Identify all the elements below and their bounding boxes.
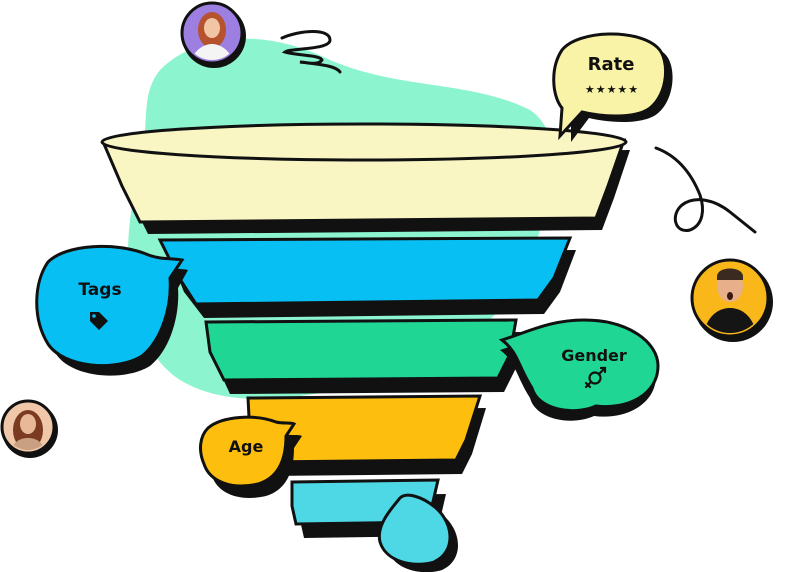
funnel-rim bbox=[100, 122, 628, 162]
gender-label: Gender bbox=[561, 346, 627, 365]
age-label: Age bbox=[229, 437, 264, 456]
gender-icon bbox=[584, 366, 607, 389]
gender-bubble: Gender bbox=[498, 318, 660, 421]
star-rating: ★★★★★ bbox=[585, 83, 639, 96]
rate-label: Rate bbox=[588, 54, 635, 75]
funnel-layer-3 bbox=[204, 318, 522, 394]
avatar-man-right bbox=[690, 258, 773, 342]
scribble-right bbox=[654, 146, 757, 234]
tag-icon bbox=[90, 312, 108, 330]
scribble-top bbox=[280, 30, 342, 74]
funnel-layer-1 bbox=[100, 122, 630, 234]
age-bubble: Age bbox=[199, 415, 302, 498]
avatar-woman-left bbox=[0, 399, 58, 458]
rate-bubble: Rate ★★★★★ bbox=[552, 32, 673, 142]
cyan-drop bbox=[377, 493, 458, 572]
avatar-woman-top bbox=[180, 1, 246, 68]
funnel-layer-2 bbox=[157, 236, 576, 318]
tags-label: Tags bbox=[78, 280, 121, 300]
tags-bubble: Tags bbox=[35, 245, 188, 376]
